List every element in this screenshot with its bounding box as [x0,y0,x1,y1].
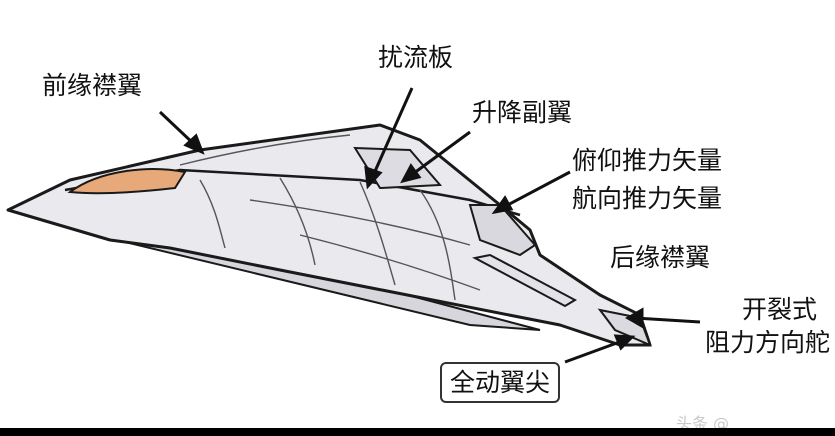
label-leading-edge-flap: 前缘襟翼 [42,73,142,98]
canopy [70,169,185,193]
bottom-bar [0,428,835,436]
label-elevon: 升降副翼 [472,100,572,125]
label-spoiler: 扰流板 [378,45,453,70]
label-yaw-thrust-vector: 航向推力矢量 [572,186,722,211]
label-split-prefix: 开裂式 [742,297,817,322]
label-trailing-edge-flap: 后缘襟翼 [610,245,710,270]
label-split-rudder: 阻力方向舵 [705,330,835,355]
label-all-moving-tip: 全动翼尖 [440,362,560,403]
label-pitch-thrust-vector: 俯仰推力矢量 [572,148,722,173]
aircraft-body [8,125,650,345]
